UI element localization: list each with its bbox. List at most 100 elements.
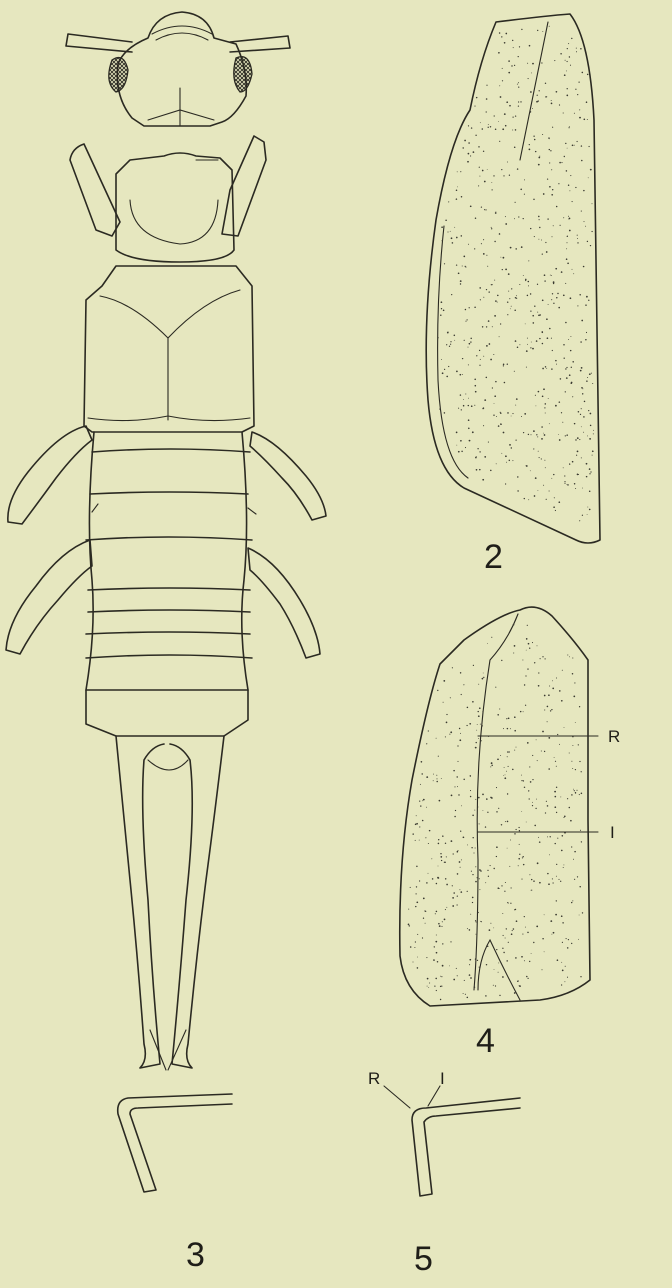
stipple-dot [548,737,550,739]
stipple-dot [422,937,423,938]
stipple-dot [475,218,476,219]
stipple-dot [553,474,554,475]
stipple-dot [487,643,488,644]
stipple-dot [574,483,576,485]
stipple-dot [588,146,589,147]
stipple-dot [508,60,510,62]
stipple-dot [467,928,468,929]
stipple-dot [505,216,506,217]
stipple-dot [468,398,469,399]
stipple-dot [481,206,482,207]
stipple-dot [502,68,503,69]
stipple-dot [479,967,480,968]
stipple-dot [450,941,451,942]
stipple-dot [479,365,480,366]
stipple-dot [478,711,479,712]
stipple-dot [480,299,481,300]
stipple-dot [587,74,589,76]
stipple-dot [519,344,520,345]
stipple-dot [559,439,561,441]
stipple-dot [561,984,562,985]
stipple-dot [491,182,492,183]
stipple-dot [580,48,582,50]
stipple-dot [479,451,480,452]
stipple-dot [581,367,583,369]
stipple-dot [518,827,519,828]
stipple-dot [567,88,568,89]
stipple-dot [497,758,499,760]
stipple-dot [510,247,512,249]
stipple-dot [545,812,546,813]
stipple-dot [491,227,492,228]
stipple-dot [476,456,477,457]
stipple-dot [543,433,544,434]
stipple-dot [533,322,535,324]
stipple-dot [584,401,586,403]
stipple-dot [477,724,478,725]
stipple-dot [463,399,464,400]
stipple-dot [543,193,545,195]
stipple-dot [482,810,483,811]
stipple-dot [496,856,497,857]
stipple-dot [569,190,570,191]
stipple-dot [445,220,447,222]
stipple-dot [476,742,477,743]
stipple-dot [524,960,525,961]
stipple-dot [427,978,429,980]
stipple-dot [494,403,495,404]
stipple-dot [588,300,589,301]
stipple-dot [568,185,569,186]
stipple-dot [489,929,491,931]
stipple-dot [479,469,481,471]
stipple-dot [433,959,435,961]
stipple-dot [573,273,574,274]
stipple-dot [563,112,564,113]
stipple-dot [499,336,500,337]
stipple-dot [483,239,484,240]
stipple-dot [472,431,474,433]
stipple-dot [570,350,571,351]
stipple-dot [548,768,550,770]
stipple-dot [482,678,484,680]
stipple-dot [515,115,516,116]
stipple-dot [499,85,500,86]
stipple-dot [496,787,497,788]
stipple-dot [545,366,546,367]
stipple-dot [514,310,516,312]
stipple-dot [556,876,557,877]
stipple-dot [436,775,437,776]
stipple-dot [518,106,519,107]
stipple-dot [487,169,488,170]
stipple-dot [433,774,434,775]
stipple-dot [467,844,468,845]
stipple-dot [485,995,487,997]
stipple-dot [482,711,483,712]
stipple-dot [460,831,461,832]
stipple-dot [516,747,517,748]
stipple-dot [470,776,471,777]
stipple-dot [475,866,476,867]
stipple-dot [591,373,592,374]
mesonotum [84,266,254,432]
stipple-dot [534,139,536,141]
stipple-dot [548,304,549,305]
stipple-dot [514,992,516,994]
stipple-dot [459,739,461,741]
stipple-dot [517,490,518,491]
stipple-dot [480,122,481,123]
stipple-dot [565,283,566,284]
stipple-dot [459,728,460,729]
stipple-dot [498,52,500,54]
stipple-dot [475,848,476,849]
figure-number-2: 2 [484,538,503,576]
stipple-dot [492,387,493,388]
stipple-dot [559,162,561,164]
stipple-dot [470,338,471,339]
stipple-dot [536,926,538,928]
stipple-dot [548,137,549,138]
stipple-dot [569,374,571,376]
stipple-dot [551,103,553,105]
stipple-dot [449,346,450,347]
stipple-dot [474,248,475,249]
stipple-dot [480,724,481,725]
